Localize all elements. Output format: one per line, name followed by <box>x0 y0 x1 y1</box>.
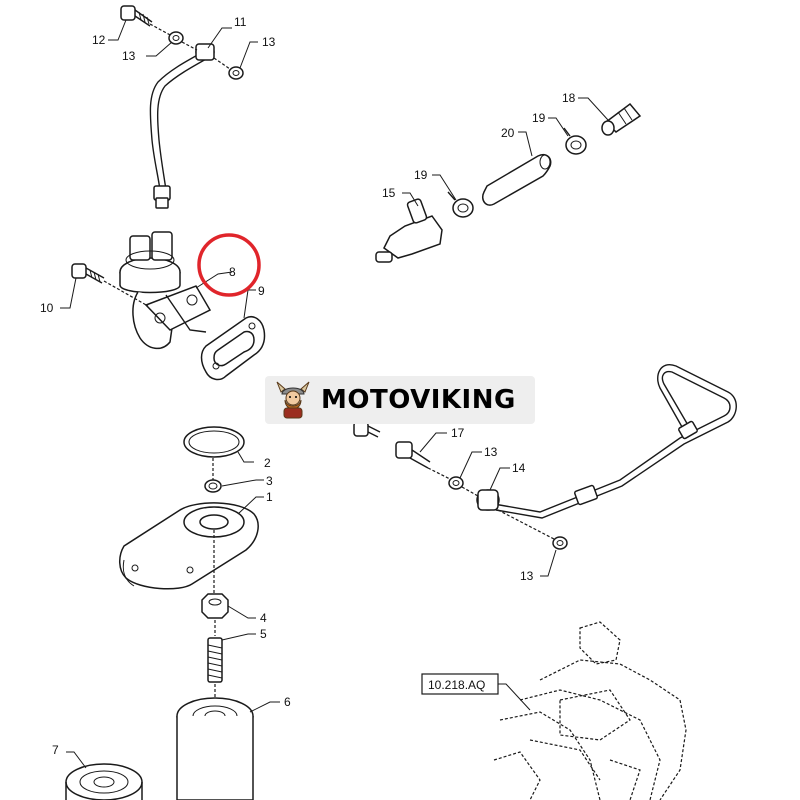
callout-13: 13 <box>484 445 498 459</box>
o-ring-2 <box>183 426 245 458</box>
seal-3 <box>204 479 222 493</box>
callout-18: 18 <box>562 91 576 105</box>
filter-element-7 <box>65 763 143 800</box>
callout-15: 15 <box>382 186 396 200</box>
callout-13: 13 <box>520 569 534 583</box>
fuel-lift-pump <box>119 231 212 350</box>
callout-labels: 12 13 11 13 10 8 9 2 3 1 4 5 6 7 15 19 2… <box>40 15 576 757</box>
reference-box[interactable] <box>421 673 499 695</box>
fuel-pipe-lower <box>493 364 737 519</box>
copper-washer-13d <box>552 536 568 550</box>
inline-fuel-filter-15 <box>375 198 443 263</box>
reference-box-label: 10.218.AQ <box>428 678 485 692</box>
callout-1: 1 <box>266 490 273 504</box>
viking-mascot-icon <box>276 381 310 419</box>
banjo-bolt-12 <box>120 5 153 27</box>
callout-6: 6 <box>284 695 291 709</box>
watermark-text: MOTOVIKING <box>321 385 516 415</box>
callout-8[interactable]: 8 <box>229 265 236 279</box>
callout-12: 12 <box>92 33 106 47</box>
callout-13: 13 <box>122 49 136 63</box>
callout-19: 19 <box>532 111 546 125</box>
callout-9: 9 <box>258 284 265 298</box>
callout-7: 7 <box>52 743 59 757</box>
callout-14: 14 <box>512 461 526 475</box>
callout-19: 19 <box>414 168 428 182</box>
callout-10: 10 <box>40 301 54 315</box>
callout-17: 17 <box>451 426 465 440</box>
callout-4: 4 <box>260 611 267 625</box>
hose-clamp-19b <box>563 127 587 155</box>
callout-11: 11 <box>234 15 247 29</box>
fuel-hose-20 <box>482 154 552 206</box>
hose-clamp-19a <box>447 191 474 218</box>
stud-5 <box>207 637 223 683</box>
banjo-fitting-14 <box>476 489 500 511</box>
filter-head-1 <box>119 502 259 590</box>
banjo-bolt-17 <box>395 441 431 469</box>
copper-washer-13a <box>168 31 184 45</box>
callout-20: 20 <box>501 126 515 140</box>
callout-13: 13 <box>262 35 276 49</box>
fuel-pipe-upper <box>149 51 209 209</box>
callout-2: 2 <box>264 456 271 470</box>
bolt-upper-right <box>353 421 381 438</box>
callout-3: 3 <box>266 474 273 488</box>
leader-lines <box>60 19 609 769</box>
banjo-fitting-11 <box>195 43 215 61</box>
highlight-circle <box>197 233 261 297</box>
pump-bolt-10 <box>71 263 105 284</box>
hose-connector-18 <box>601 102 642 136</box>
copper-washer-13b <box>228 66 244 80</box>
oil-filter-6 <box>176 697 254 800</box>
pump-gasket-9 <box>200 316 266 381</box>
watermark-banner: MOTOVIKING <box>265 376 535 424</box>
callout-5: 5 <box>260 627 267 641</box>
injection-pump-reference <box>493 621 687 800</box>
nut-4 <box>201 593 229 619</box>
copper-washer-13c <box>448 476 464 490</box>
